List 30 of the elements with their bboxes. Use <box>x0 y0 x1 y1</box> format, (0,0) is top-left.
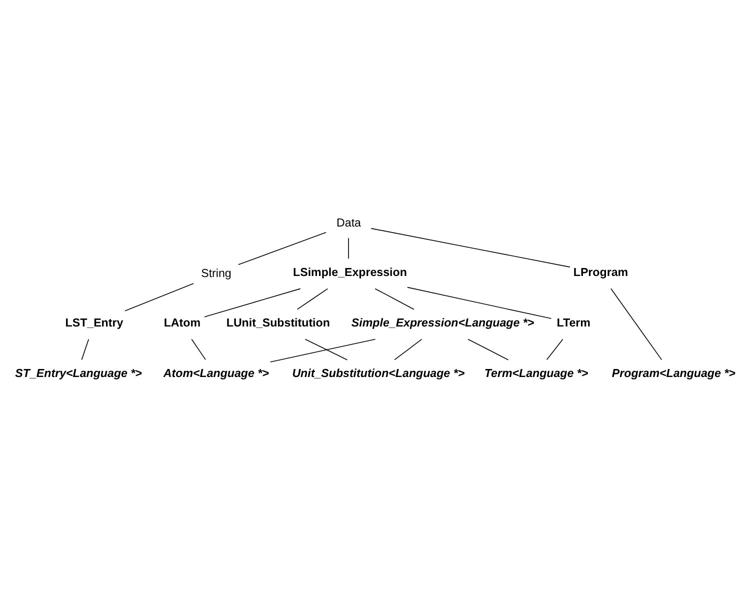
node-text: String <box>201 267 232 280</box>
node-text: LSimple_Expression <box>293 266 407 278</box>
node-text: LUnit_Substitution <box>226 316 330 329</box>
connector <box>370 228 570 267</box>
connector <box>468 338 509 360</box>
node-text: Simple_Expression<Language *> <box>351 316 534 329</box>
node-text: Data <box>336 216 361 229</box>
node-text: LST_Entry <box>65 316 124 329</box>
connector <box>296 288 328 310</box>
connector <box>407 286 552 318</box>
connector <box>191 338 206 360</box>
connector <box>81 338 90 360</box>
node-text: LAtom <box>164 316 201 329</box>
connector <box>348 237 349 259</box>
connector <box>394 338 422 360</box>
connector <box>374 288 414 310</box>
node-text: Atom<Language *> <box>163 368 269 380</box>
node-text: LProgram <box>573 266 628 278</box>
node-text: LTerm <box>556 316 590 329</box>
connector <box>610 288 662 360</box>
node-text: Term<Language *> <box>484 368 588 380</box>
node-text: Unit_Substitution<Language *> <box>292 368 465 380</box>
connector <box>546 338 564 360</box>
connector <box>204 288 301 317</box>
connector <box>270 338 376 362</box>
connector <box>304 338 348 360</box>
connector <box>124 282 194 311</box>
node-text: Program<Language *> <box>612 368 736 380</box>
node-text: ST_Entry<Language *> <box>15 368 142 380</box>
connector <box>238 231 326 265</box>
